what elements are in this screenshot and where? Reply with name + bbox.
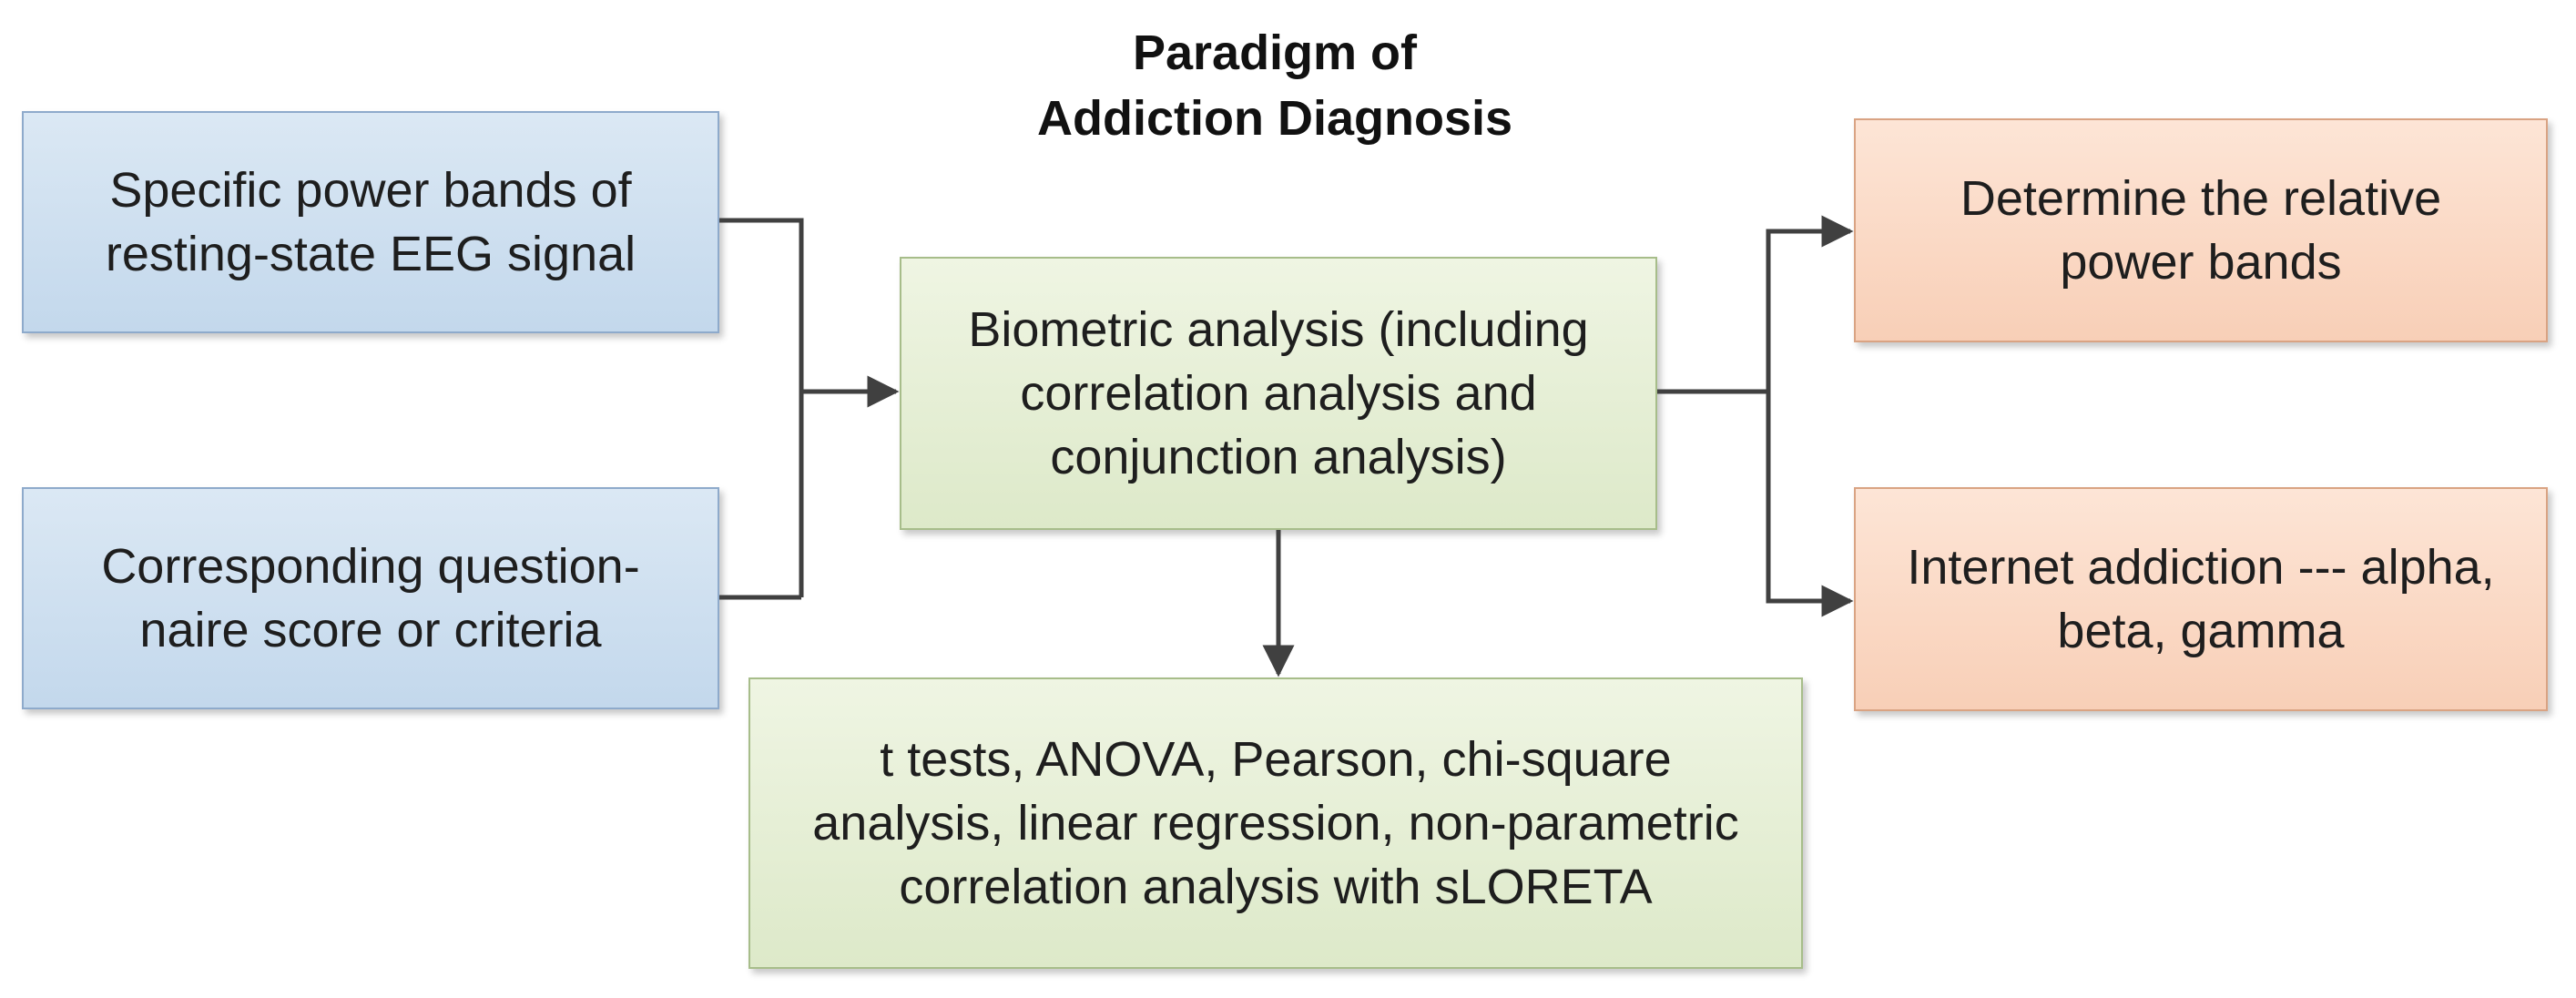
questionnaire-box: Corresponding question- naire score or c… (22, 487, 719, 709)
diagram-title: Paradigm of Addiction Diagnosis (820, 20, 1730, 151)
eeg-signal-label: Specific power bands of resting-state EE… (105, 163, 636, 281)
internet-addiction-label: Internet addiction --- alpha, beta, gamm… (1907, 540, 2495, 658)
internet-addiction-box: Internet addiction --- alpha, beta, gamm… (1854, 487, 2548, 711)
title-line-1: Paradigm of (1132, 25, 1418, 80)
statistical-tests-box: t tests, ANOVA, Pearson, chi-square anal… (748, 677, 1803, 969)
biometric-analysis-box: Biometric analysis (including correlatio… (900, 257, 1657, 530)
title-line-2: Addiction Diagnosis (1036, 91, 1513, 146)
split-to-relative-power-arrow (1766, 215, 1854, 392)
relative-power-box: Determine the relative power bands (1854, 118, 2548, 342)
questionnaire-label: Corresponding question- naire score or c… (101, 539, 640, 657)
eeg-signal-box: Specific power bands of resting-state EE… (22, 111, 719, 333)
relative-power-label: Determine the relative power bands (1960, 171, 2442, 290)
statistical-tests-label: t tests, ANOVA, Pearson, chi-square anal… (812, 732, 1739, 914)
split-to-internet-addiction-arrow (1766, 392, 1854, 617)
biometric-analysis-label: Biometric analysis (including correlatio… (968, 302, 1589, 484)
eeg-to-junction-connector (719, 218, 804, 597)
